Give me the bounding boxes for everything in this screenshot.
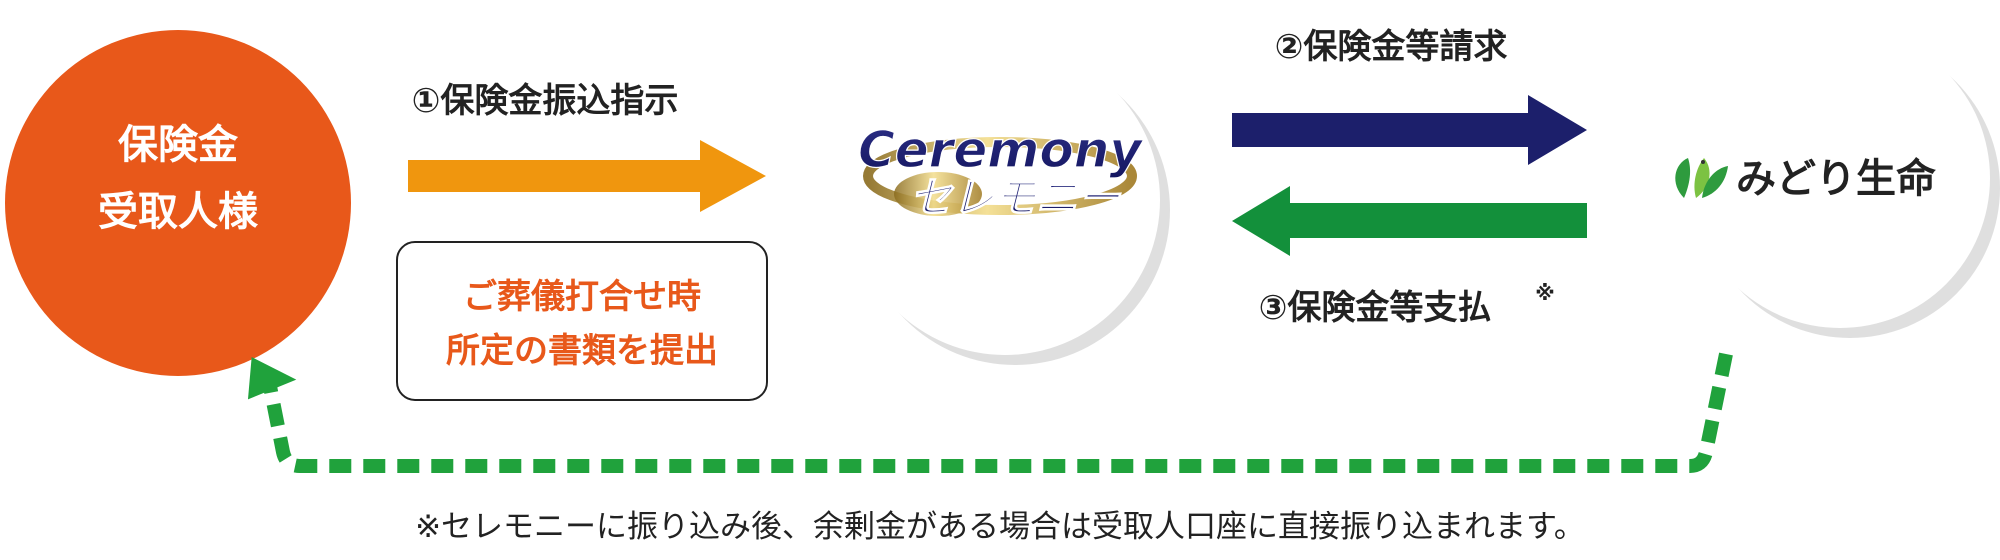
step2-label: ②保険金等請求 bbox=[1275, 27, 1508, 67]
insurer-node: みどり生命 bbox=[1675, 28, 2000, 338]
funeral-note-line1: ご葬儀打合せ時 bbox=[463, 277, 701, 317]
direct-payment-arrow bbox=[247, 352, 1733, 473]
step3-label: ③保険金等支払 bbox=[1259, 288, 1492, 328]
insurer-circle bbox=[1690, 28, 1990, 328]
recipient-label-line2: 受取人様 bbox=[98, 189, 259, 235]
ceremony-logo-en: Ceremony bbox=[858, 121, 1144, 179]
ceremony-logo-ja: セレモニー bbox=[910, 173, 1122, 222]
step1-label: ①保険金振込指示 bbox=[412, 81, 679, 121]
funeral-note-line2: 所定の書類を提出 bbox=[446, 331, 718, 371]
ceremony-circle bbox=[850, 45, 1160, 355]
step3-note-mark: ※ bbox=[1535, 281, 1554, 305]
footnote: ※セレモニーに振り込み後、余剰金がある場合は受取人口座に直接振り込まれます。 bbox=[415, 509, 1585, 545]
recipient-circle bbox=[5, 30, 351, 376]
ceremony-logo-icon: Ceremony セレモニー bbox=[857, 120, 1144, 222]
step2-arrow bbox=[1232, 95, 1587, 165]
step3-arrow bbox=[1232, 186, 1587, 256]
leaf-bird-icon bbox=[1675, 158, 1728, 198]
insurer-name: みどり生命 bbox=[1736, 156, 1936, 202]
funeral-note-frame bbox=[396, 241, 768, 401]
recipient-label-line1: 保険金 bbox=[118, 122, 239, 168]
funeral-note-box: ご葬儀打合せ時 所定の書類を提出 bbox=[396, 241, 768, 401]
step1-arrow bbox=[408, 140, 766, 212]
recipient-node: 保険金 受取人様 bbox=[5, 30, 351, 376]
ceremony-node: Ceremony セレモニー bbox=[850, 45, 1170, 365]
